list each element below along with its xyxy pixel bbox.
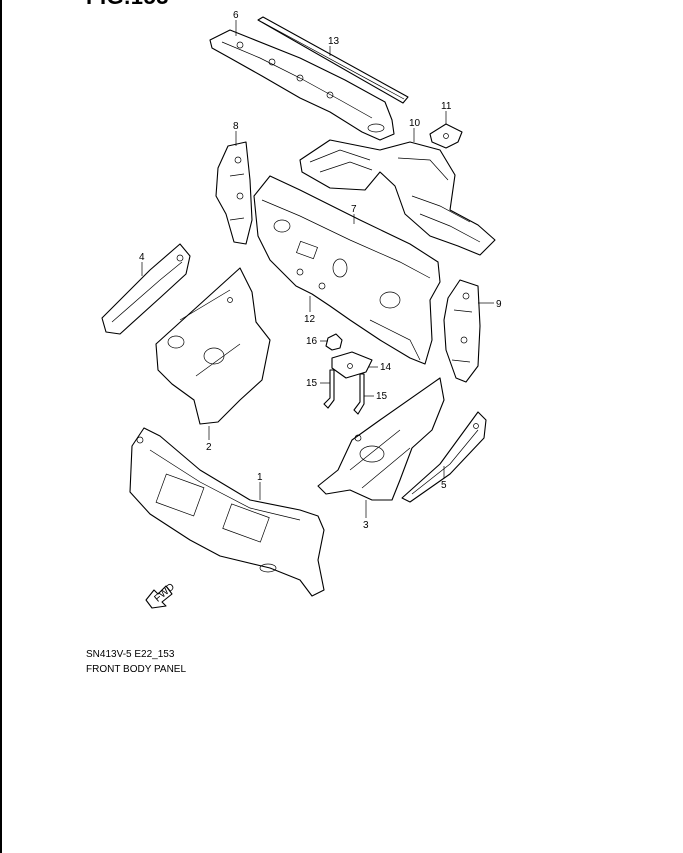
part-15-bolt-b bbox=[353, 373, 365, 415]
callout-9: 9 bbox=[496, 299, 502, 310]
callout-6: 6 bbox=[233, 10, 239, 21]
fwd-arrow: FWD bbox=[145, 581, 177, 609]
part-13-strip bbox=[257, 16, 409, 104]
callout-15-a: 15 bbox=[306, 378, 318, 389]
callout-3: 3 bbox=[363, 520, 369, 531]
part-11-bracket bbox=[429, 123, 463, 149]
callout-16: 16 bbox=[306, 336, 318, 347]
fwd-label: FWD bbox=[152, 581, 177, 604]
callout-11: 11 bbox=[441, 101, 452, 112]
part-5-side-member-right bbox=[401, 411, 487, 503]
callout-15-b: 15 bbox=[376, 391, 388, 402]
callout-8: 8 bbox=[233, 121, 239, 132]
part-2-wheelhouse-left bbox=[155, 267, 271, 425]
part-14-bracket bbox=[331, 351, 373, 379]
part-3-wheelhouse-right bbox=[317, 377, 445, 501]
callout-10: 10 bbox=[409, 118, 421, 129]
part-1-radiator-support bbox=[129, 427, 325, 597]
part-8-pillar bbox=[215, 141, 253, 245]
callout-1: 1 bbox=[257, 472, 263, 483]
figure-title: FIG.153 bbox=[86, 0, 169, 10]
callout-14: 14 bbox=[380, 362, 392, 373]
part-9-pillar-right bbox=[443, 279, 481, 383]
callout-5: 5 bbox=[441, 480, 447, 491]
part-16-nut bbox=[325, 333, 343, 351]
part-6-cowl-panel bbox=[209, 29, 395, 141]
callout-2: 2 bbox=[206, 442, 212, 453]
figure-name: FRONT BODY PANEL bbox=[86, 664, 187, 675]
part-10-floor-panel bbox=[299, 139, 496, 256]
callout-4: 4 bbox=[139, 252, 145, 263]
part-15-bolt-a bbox=[323, 369, 335, 409]
page-border bbox=[0, 0, 2, 853]
part-7-dash-panel bbox=[253, 175, 441, 365]
part-4-side-member bbox=[101, 243, 191, 335]
callout-7: 7 bbox=[351, 204, 357, 215]
callout-13: 13 bbox=[328, 36, 340, 47]
figure-code: SN413V-5 E22_153 bbox=[86, 649, 175, 660]
callout-12: 12 bbox=[304, 314, 316, 325]
